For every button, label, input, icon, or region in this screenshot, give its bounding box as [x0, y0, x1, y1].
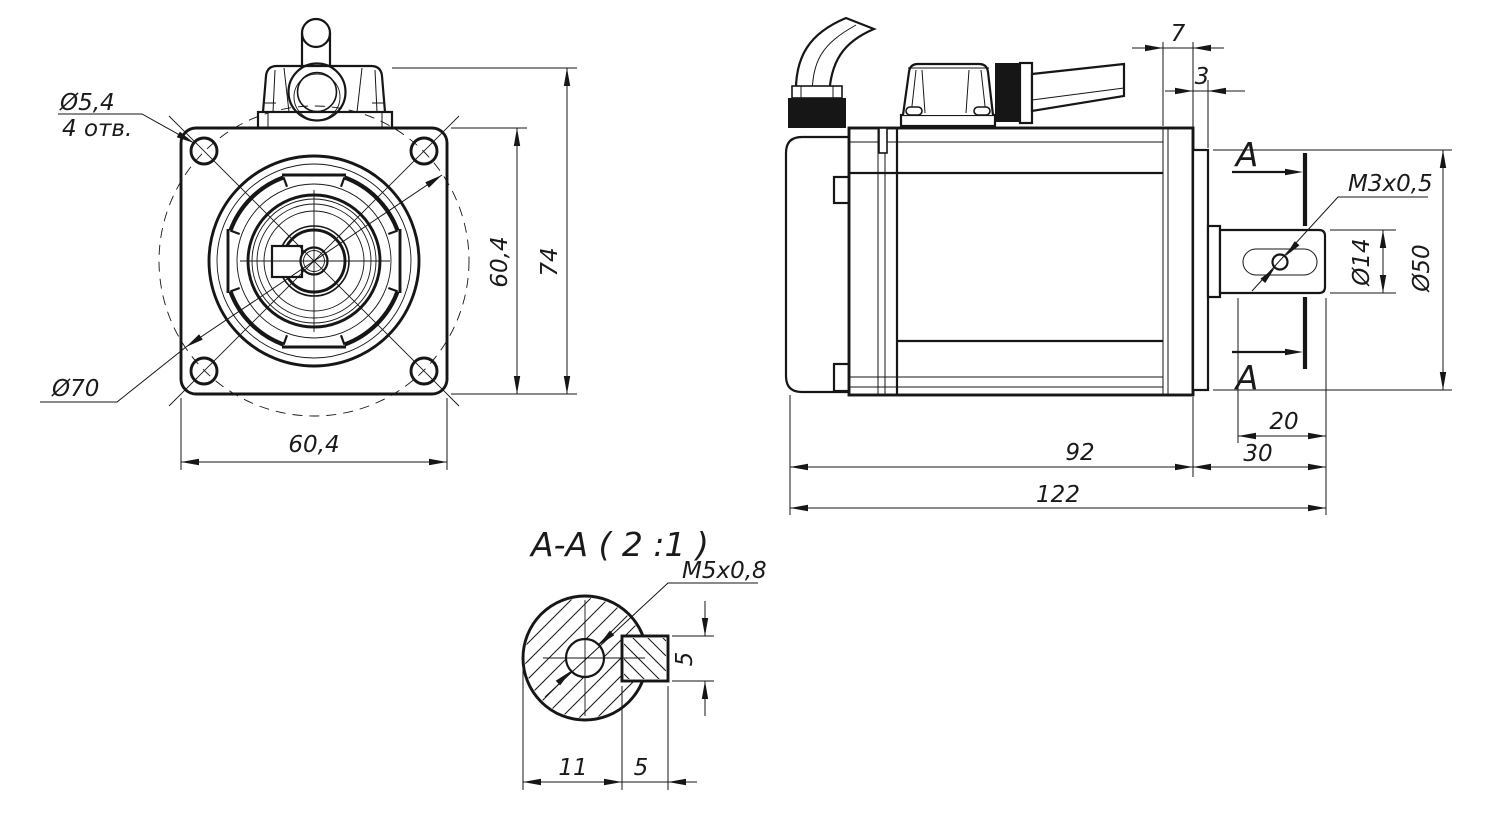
mounting-holes: [189, 136, 439, 386]
key-section: [620, 634, 670, 683]
rear-cable-gland: [788, 85, 846, 128]
bolt-circle-dimension: Ø70: [40, 174, 443, 403]
side-view: A A M3x0,5 7 3: [784, 16, 1452, 515]
key-hatching: [624, 638, 666, 679]
pilot-dia-label: Ø50: [1409, 244, 1435, 292]
section-letter-top: A: [1234, 135, 1259, 174]
section-view: A-A ( 2 :1 ): [521, 525, 767, 790]
key-height-label: 5: [672, 652, 698, 667]
connector-front: [256, 17, 394, 130]
shaft-thread-hole: [1271, 253, 1289, 271]
dim-122-label: 122: [1036, 482, 1080, 508]
thread-callout-m5: M5x0,8: [544, 558, 767, 698]
flange-height-label: 60,4: [487, 236, 513, 287]
dim-20: 20: [1237, 298, 1327, 515]
overall-height-label: 74: [537, 247, 563, 276]
side-cable: [1030, 62, 1126, 113]
dim-3: 3: [1165, 64, 1245, 148]
dim-3-label: 3: [1195, 64, 1210, 90]
dim-20-label: 20: [1269, 409, 1298, 435]
rear-end-cap: [784, 135, 852, 394]
dim-92-30: 92 30: [789, 395, 1326, 515]
hole-callout-label: Ø5,4: [59, 90, 115, 116]
key-width-label: 5: [634, 755, 649, 781]
hole-count-label: 4 отв.: [62, 116, 132, 142]
shaft-section: [521, 594, 670, 722]
keyway-slot: [1242, 248, 1318, 276]
flange-width-label: 60,4: [288, 432, 339, 458]
dim-shaft-dia: Ø14: [1330, 229, 1396, 294]
section-title: A-A ( 2 :1 ): [529, 525, 709, 564]
dim-11-label: 11: [558, 755, 587, 781]
dim-92-label: 92: [1065, 440, 1094, 466]
bolt-circle-dashed: [158, 105, 470, 417]
motor-body-side: [847, 126, 1195, 397]
dim-122: 122: [790, 482, 1326, 512]
thread-m5-label: M5x0,8: [682, 558, 767, 584]
shaft-shoulder: [1206, 224, 1222, 299]
bolt-circle-label: Ø70: [51, 376, 99, 402]
thread-callout-m3: M3x0,5: [1251, 171, 1433, 292]
dim-7-label: 7: [1171, 21, 1186, 47]
top-connector-side: [899, 61, 1126, 128]
front-view: Ø5,4 4 отв. Ø70 60,4: [40, 17, 577, 470]
dim-flange-width: 60,4: [180, 398, 448, 470]
dim-key-height: 5: [672, 601, 714, 716]
pilot-boss: [1191, 148, 1210, 392]
thread-m3-label: M3x0,5: [1348, 171, 1433, 197]
dim-11-5: 11 5: [522, 668, 697, 790]
dim-flange-height: 60,4: [451, 127, 577, 395]
dim-7: 7: [1132, 21, 1224, 148]
rear-cable: [794, 16, 877, 100]
dim-30-label: 30: [1243, 441, 1272, 467]
dim-pilot-dia: Ø50: [1213, 149, 1452, 391]
dim-overall-height: 74: [392, 67, 577, 394]
connector-black-ring: [995, 63, 1020, 122]
shaft-dia-label: Ø14: [1349, 238, 1375, 286]
hole-callout: Ø5,4 4 отв.: [58, 90, 195, 144]
section-letter-bottom: A: [1234, 358, 1259, 397]
